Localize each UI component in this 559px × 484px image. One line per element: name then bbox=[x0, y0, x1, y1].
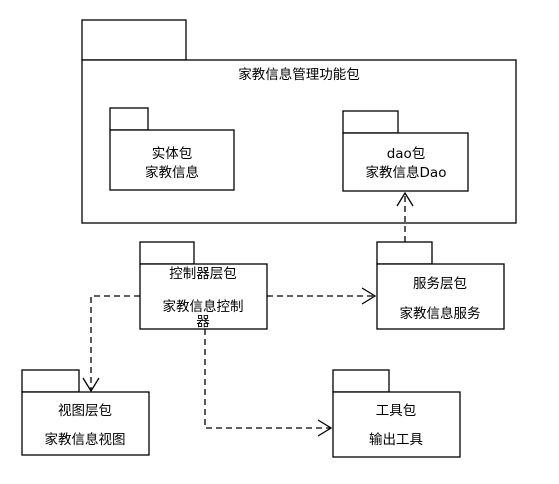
dao-package-body bbox=[342, 132, 469, 192]
dependency-service-to-dao bbox=[396, 191, 414, 242]
arrowhead-icon bbox=[361, 287, 377, 305]
arrowhead-icon bbox=[82, 377, 100, 393]
controller-package-content-line1: 家教信息控制 bbox=[163, 298, 244, 315]
dependency-controller-to-view bbox=[82, 295, 140, 393]
view-package: 视图层包 家教信息视图 bbox=[21, 369, 150, 456]
entity-package-body bbox=[109, 129, 235, 191]
view-package-body bbox=[21, 391, 150, 456]
entity-package: 实体包 家教信息 bbox=[109, 107, 235, 191]
dao-package-tab bbox=[342, 110, 399, 134]
tool-package: 工具包 输出工具 bbox=[332, 369, 461, 458]
controller-package-name: 控制器层包 bbox=[169, 266, 237, 282]
dao-package-content: 家教信息Dao bbox=[366, 164, 447, 181]
dependency-controller-to-service bbox=[267, 287, 377, 305]
view-package-tab bbox=[21, 369, 80, 393]
service-package: 服务层包 家教信息服务 bbox=[376, 241, 505, 330]
controller-package-tab bbox=[139, 241, 195, 265]
arrowhead-icon bbox=[396, 191, 414, 207]
dao-package: dao包 家教信息Dao bbox=[342, 110, 469, 192]
service-package-body bbox=[376, 263, 505, 330]
service-package-name: 服务层包 bbox=[413, 276, 467, 292]
controller-package: 控制器层包 家教信息控制 器 bbox=[139, 241, 268, 330]
tool-package-content: 输出工具 bbox=[369, 432, 423, 448]
tool-package-tab bbox=[332, 369, 390, 393]
container-package-tab bbox=[81, 19, 187, 61]
container-package-title: 家教信息管理功能包 bbox=[238, 66, 360, 83]
view-package-content: 家教信息视图 bbox=[45, 431, 126, 448]
dependency-controller-to-tool bbox=[204, 329, 333, 437]
view-package-name: 视图层包 bbox=[58, 403, 112, 419]
service-package-tab bbox=[376, 241, 433, 265]
tool-package-body bbox=[332, 391, 461, 458]
controller-package-content-line2: 器 bbox=[196, 314, 210, 330]
entity-package-content: 家教信息 bbox=[145, 164, 199, 181]
entity-package-tab bbox=[109, 107, 149, 131]
service-package-content: 家教信息服务 bbox=[400, 305, 481, 322]
tool-package-name: 工具包 bbox=[376, 403, 417, 419]
dao-package-name: dao包 bbox=[387, 146, 426, 162]
entity-package-name: 实体包 bbox=[152, 146, 193, 162]
arrowhead-icon bbox=[317, 419, 333, 437]
